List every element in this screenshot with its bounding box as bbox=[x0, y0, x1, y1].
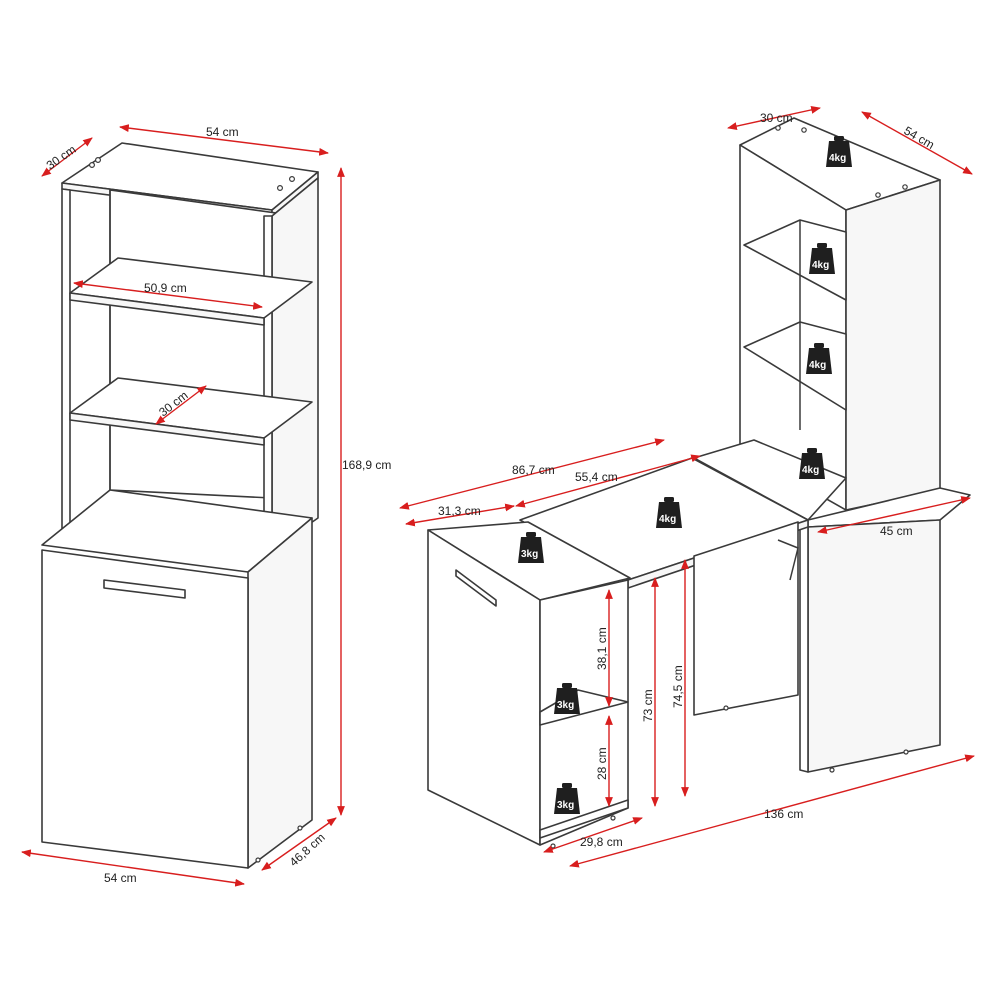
tower-width-label: 54 cm bbox=[902, 123, 937, 151]
shelf-upper-label: 38,1 cm bbox=[595, 627, 609, 670]
tower-foot bbox=[829, 767, 835, 773]
cabinet-height-label: 168,9 cm bbox=[342, 458, 391, 472]
cabinet-dowel-hole bbox=[88, 162, 95, 169]
tall-cabinet bbox=[41, 142, 319, 869]
cabinet-base-depth-label: 46,8 cm bbox=[287, 830, 328, 869]
tower-base-side bbox=[807, 519, 941, 773]
weight-icon: 3kg bbox=[554, 783, 580, 814]
cabinet-top-width-line bbox=[119, 124, 329, 156]
weight-side-top: 3kg bbox=[521, 549, 538, 560]
weight-icon: 4kg bbox=[656, 497, 682, 528]
top-length-line bbox=[515, 454, 701, 508]
weight-icon: 4kg bbox=[826, 136, 852, 167]
desk-bracket bbox=[777, 539, 799, 581]
weight-icon: 4kg bbox=[799, 448, 825, 479]
tower-dowel-hole bbox=[902, 184, 908, 190]
cabinet-top-depth-label: 30 cm bbox=[44, 142, 79, 172]
side-cabinet-foot bbox=[550, 843, 556, 849]
cabinet-left-side bbox=[61, 188, 71, 531]
side-depth-line bbox=[405, 503, 515, 527]
weight-icon: 3kg bbox=[518, 532, 544, 563]
cabinet-top-depth-line bbox=[41, 137, 93, 177]
cabinet-shelf-width-line bbox=[73, 280, 263, 310]
overall-length-line bbox=[569, 754, 975, 868]
total-length-label: 86,7 cm bbox=[512, 463, 555, 477]
shelf-lower-label: 28 cm bbox=[595, 747, 609, 780]
cabinet-base-depth-line bbox=[261, 817, 337, 871]
side-cabinet-foot bbox=[610, 815, 616, 821]
weight-tower-base: 4kg bbox=[802, 465, 819, 476]
cabinet-dowel-hole bbox=[289, 176, 296, 183]
weight-icon: 4kg bbox=[806, 343, 832, 374]
cabinet-dowel-hole bbox=[94, 157, 101, 164]
desk-modesty-panel bbox=[693, 521, 799, 716]
weight-desk-top: 4kg bbox=[659, 514, 676, 525]
cabinet-door-handle[interactable] bbox=[103, 579, 186, 599]
overall-length-label: 136 cm bbox=[764, 807, 803, 821]
cabinet-base-width-label: 54 cm bbox=[104, 871, 137, 885]
base-depth-label: 29,8 cm bbox=[580, 835, 623, 849]
inner-height-label: 73 cm bbox=[641, 689, 655, 722]
cabinet-dowel-hole bbox=[277, 185, 284, 192]
tower-width-line bbox=[861, 111, 973, 175]
cabinet-shelf-depth-line bbox=[155, 385, 207, 425]
right-depth-label: 45 cm bbox=[880, 524, 913, 538]
tower-depth-label: 30 cm bbox=[760, 111, 793, 125]
cabinet-foot bbox=[255, 857, 261, 863]
weight-icon: 4kg bbox=[809, 243, 835, 274]
cabinet-shelf-2-front bbox=[69, 412, 265, 446]
weight-tower-shelf-1: 4kg bbox=[812, 260, 829, 271]
desk-height-label: 74,5 cm bbox=[671, 665, 685, 708]
cabinet-base-side bbox=[247, 517, 313, 869]
cabinet-right-edge bbox=[263, 215, 273, 551]
desk-assembly bbox=[427, 117, 971, 849]
tower-dowel-hole bbox=[775, 125, 781, 131]
cabinet-door[interactable] bbox=[41, 549, 249, 869]
weight-side-bottom: 3kg bbox=[557, 800, 574, 811]
weight-icon: 3kg bbox=[554, 683, 580, 714]
tower-dowel-hole bbox=[801, 127, 807, 133]
tower-foot bbox=[903, 749, 909, 755]
tower-shelf-1 bbox=[743, 219, 847, 301]
side-cabinet-handle[interactable] bbox=[455, 569, 497, 607]
tower-base-edge bbox=[799, 526, 809, 773]
weight-tower-top: 4kg bbox=[829, 153, 846, 164]
cabinet-foot bbox=[297, 825, 303, 831]
cabinet-base-width-line bbox=[21, 849, 245, 887]
weight-tower-shelf-2: 4kg bbox=[809, 360, 826, 371]
tower-side-panel bbox=[845, 179, 941, 511]
cabinet-top-width-label: 54 cm bbox=[206, 125, 239, 139]
weight-markers: 4kg 4kg 4kg 4kg 4kg 3kg 3kg 3kg bbox=[518, 136, 852, 814]
side-depth-label: 31,3 cm bbox=[438, 504, 481, 518]
desk-foot bbox=[723, 705, 729, 711]
right-depth-line bbox=[817, 496, 971, 534]
tower-dowel-hole bbox=[875, 192, 881, 198]
cabinet-shelf-width-label: 50,9 cm bbox=[144, 281, 187, 295]
cabinet-right-side bbox=[271, 177, 319, 551]
weight-side-shelf: 3kg bbox=[557, 700, 574, 711]
tower-depth-line bbox=[727, 106, 821, 130]
top-length-label: 55,4 cm bbox=[575, 470, 618, 484]
